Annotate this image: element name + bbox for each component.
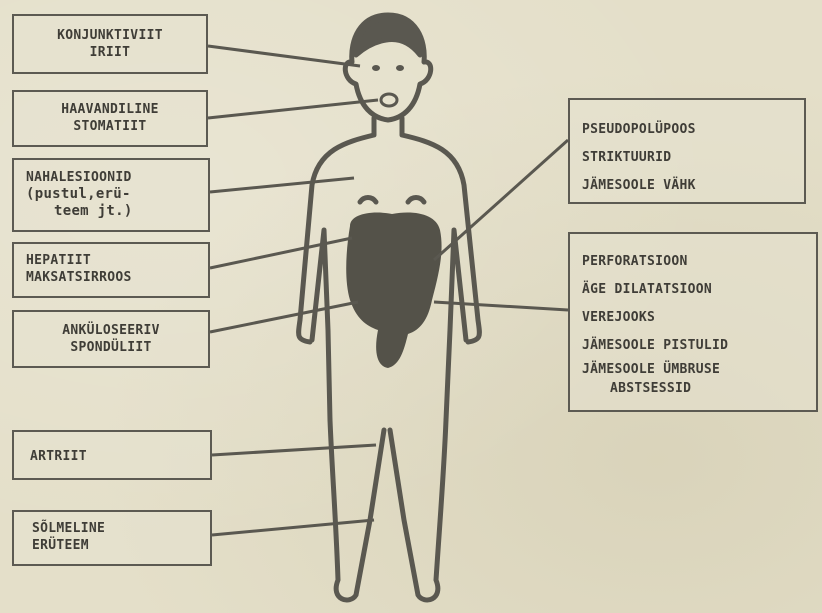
label-nodes-line: SÕLMELINE (32, 520, 210, 537)
label-skin-line: (pustul,erü- (26, 186, 208, 203)
label-mouth: HAAVANDILINE STOMATIIT (12, 90, 208, 147)
label-colon-chronic-line: JÄMESOOLE VÄHK (582, 172, 804, 200)
label-mouth-line: STOMATIIT (14, 118, 206, 135)
connector-eye (208, 46, 360, 66)
label-joint: ARTRIIT (12, 430, 212, 480)
arm-inner-left (312, 230, 330, 420)
label-colon-acute-line: PERFORATSIOON (582, 248, 816, 276)
label-nodes: SÕLMELINE ERÜTEEM (12, 510, 212, 566)
label-colon-chronic-line: STRIKTUURID (582, 144, 804, 172)
label-skin: NAHALESIOONID (pustul,erü- teem jt.) (12, 158, 210, 232)
label-mouth-line: HAAVANDILINE (14, 101, 206, 118)
label-colon-acute-line: JÄMESOOLE PISTULID (582, 332, 816, 360)
connector-skin (210, 178, 354, 192)
chest-mark-right (408, 198, 424, 203)
eye-left (372, 65, 380, 71)
leg-right (390, 420, 446, 600)
connector-mouth (208, 100, 378, 118)
label-liver-line: HEPATIIT (26, 252, 208, 269)
label-liver-line: MAKSATSIRROOS (26, 269, 208, 286)
connector-spine (210, 302, 358, 332)
eye-right (396, 65, 404, 71)
label-colon-acute-line: JÄMESOOLE ÜMBRUSE (582, 360, 816, 380)
label-colon-acute-line: ABSTSESSID (582, 380, 816, 398)
label-colon-chronic: PSEUDOPOLÜPOOS STRIKTUURID JÄMESOOLE VÄH… (568, 98, 806, 204)
label-spine: ANKÜLOSEERIV SPONDÜLIIT (12, 310, 210, 368)
mouth (381, 94, 397, 106)
label-colon-acute-line: ÄGE DILATATSIOON (582, 276, 816, 304)
label-eye: KONJUNKTIVIIT IRIIT (12, 14, 208, 74)
label-skin-line: teem jt.) (26, 203, 208, 220)
chest-mark-left (360, 198, 376, 203)
label-colon-chronic-line: PSEUDOPOLÜPOOS (582, 116, 804, 144)
label-nodes-line: ERÜTEEM (32, 537, 210, 554)
label-eye-line: IRIIT (14, 44, 206, 61)
label-eye-line: KONJUNKTIVIIT (14, 27, 206, 44)
label-liver: HEPATIIT MAKSATSIRROOS (12, 242, 210, 298)
label-joint-line: ARTRIIT (30, 448, 210, 465)
colon-shape (346, 213, 441, 369)
label-spine-line: SPONDÜLIIT (14, 339, 208, 356)
label-colon-acute-line: VEREJOOKS (582, 304, 816, 332)
label-spine-line: ANKÜLOSEERIV (14, 322, 208, 339)
connector-nodes (212, 520, 374, 535)
label-skin-line: NAHALESIOONID (26, 169, 208, 186)
connector-joint (212, 445, 376, 455)
label-colon-acute: PERFORATSIOON ÄGE DILATATSIOON VEREJOOKS… (568, 232, 818, 412)
connector-colon-acute (434, 302, 568, 310)
connector-liver (210, 238, 352, 268)
arm-inner-right (446, 230, 466, 420)
